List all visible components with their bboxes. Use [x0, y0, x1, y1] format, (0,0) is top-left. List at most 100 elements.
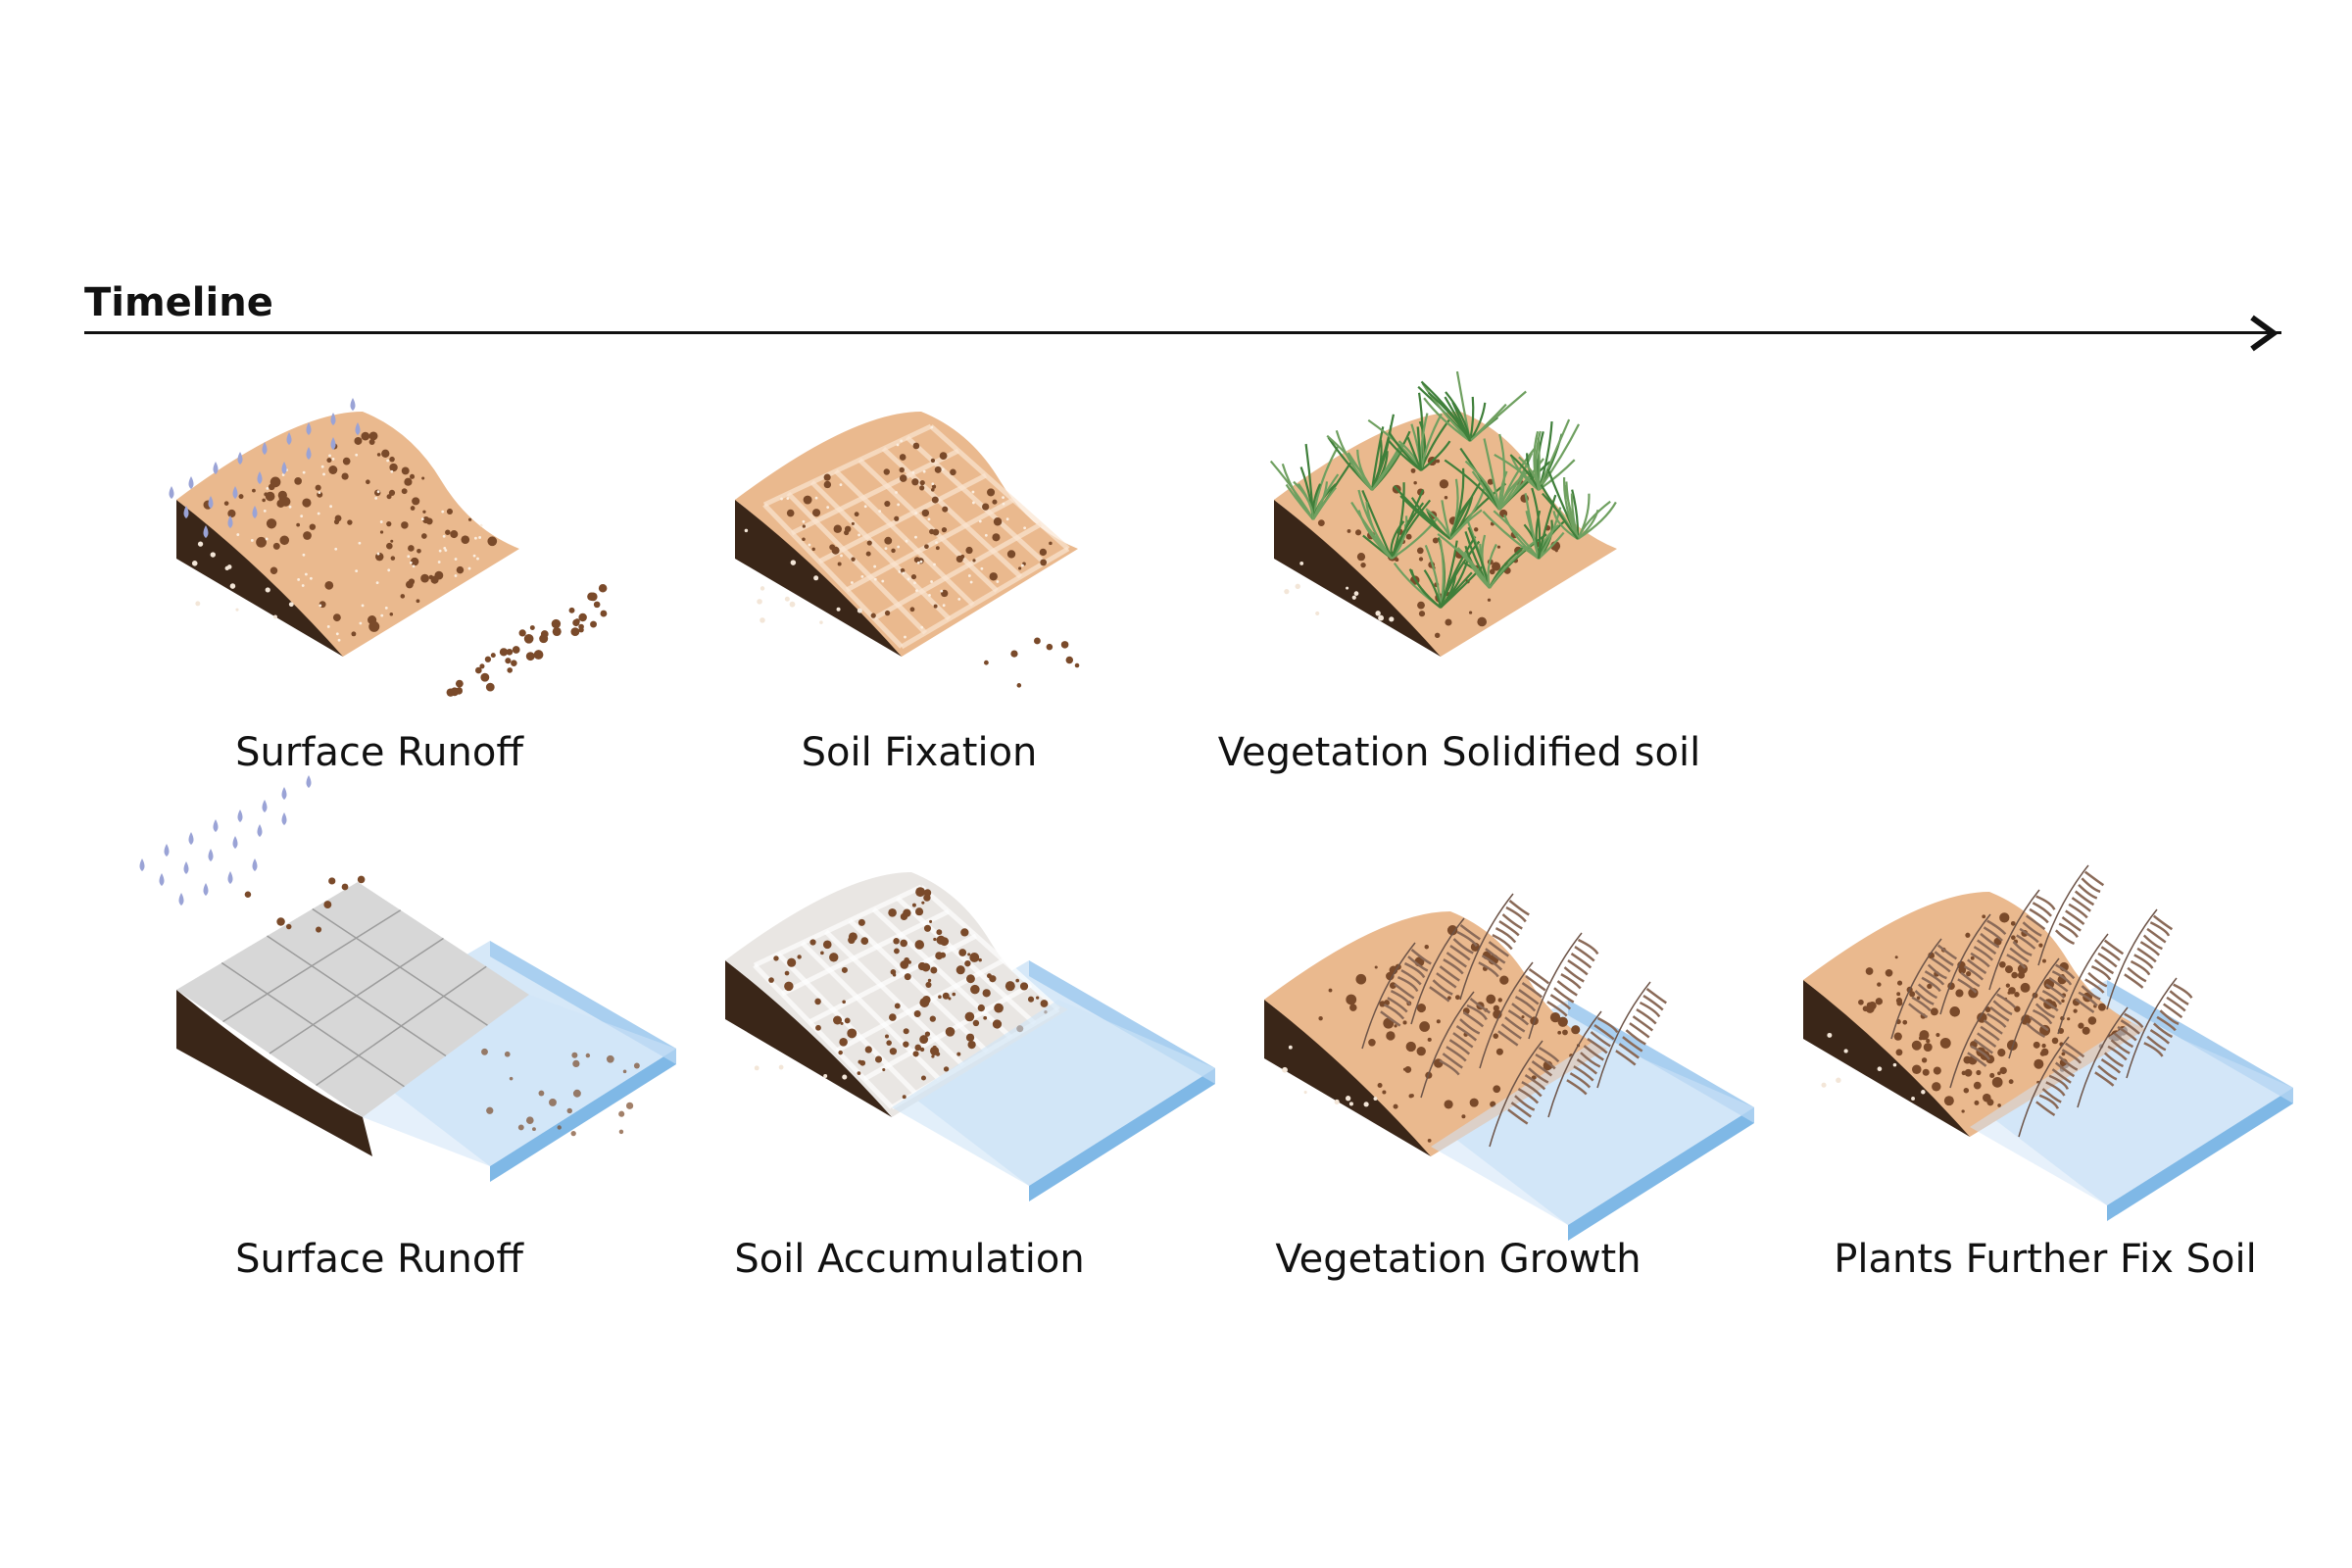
pebble	[903, 1028, 909, 1035]
reed-leaf	[2093, 958, 2115, 975]
raindrop-icon	[203, 883, 209, 896]
grass-blade	[1468, 396, 1475, 442]
pebble	[911, 478, 919, 486]
pebble	[1933, 1066, 1941, 1075]
pebble	[2061, 1052, 2066, 1056]
pebble	[989, 572, 998, 581]
reed-stem	[2126, 977, 2178, 1079]
pebble	[977, 1004, 985, 1012]
pebble	[303, 531, 312, 540]
pebble	[931, 1054, 935, 1058]
sand-speck	[786, 497, 790, 500]
reed-stem	[1890, 938, 1942, 1040]
pebble	[1912, 1064, 1922, 1075]
pebble	[386, 542, 393, 550]
pebble	[992, 1019, 1003, 1029]
pebble	[408, 545, 415, 552]
pebble	[773, 956, 779, 961]
reed-leaf	[2152, 914, 2174, 931]
pebble	[935, 546, 940, 551]
pebble	[351, 631, 357, 637]
pebble	[1444, 1100, 1453, 1109]
pebble	[1416, 1004, 1426, 1013]
sediment-in-water	[618, 1110, 625, 1117]
runoff-sediment	[323, 901, 332, 909]
sand-speck	[317, 512, 320, 515]
sand-speck	[980, 566, 984, 570]
pebble	[1368, 1039, 1376, 1047]
pebble	[925, 981, 932, 988]
pebble	[2039, 1024, 2051, 1036]
sand-speck	[808, 543, 811, 547]
reed-leaf	[1485, 948, 1506, 964]
soil-speck	[265, 587, 270, 593]
sand-speck	[300, 514, 304, 518]
reed-leaf	[2078, 991, 2098, 1007]
reed-leaf	[2124, 973, 2144, 989]
reed-leaf	[1469, 998, 1491, 1014]
pebble	[956, 965, 965, 975]
raindrop-icon	[262, 442, 268, 455]
pebble	[256, 536, 267, 548]
soil-speck	[790, 560, 797, 565]
pebble	[833, 1015, 843, 1025]
pebble	[1487, 478, 1494, 485]
pebble	[820, 951, 824, 956]
raindrop-icon	[237, 809, 243, 822]
runoff-sediment	[1010, 650, 1018, 658]
pebble	[931, 496, 939, 504]
pebble	[1893, 1032, 1902, 1041]
pebble	[1958, 966, 1967, 974]
pebble	[902, 1095, 906, 1100]
pebble	[265, 491, 275, 502]
runoff-sediment	[286, 923, 292, 930]
reed-leaf	[2035, 895, 2056, 910]
reed-leaf	[2117, 1025, 2137, 1042]
pebble	[1346, 994, 1357, 1005]
pebble	[456, 565, 465, 574]
sand-speck	[928, 593, 931, 597]
sediment-in-water	[504, 1051, 511, 1057]
paving-joint	[316, 965, 487, 1087]
water-overlay	[363, 995, 676, 1166]
pebble	[332, 613, 341, 622]
reed-leaf	[1488, 941, 1509, 957]
pebble	[1439, 479, 1449, 489]
pebble	[1349, 1004, 1357, 1011]
pebble	[1999, 1066, 2007, 1075]
runoff-sediment	[1016, 683, 1022, 688]
pebble	[966, 974, 975, 984]
pebble	[1477, 616, 1488, 627]
sand-speck	[969, 580, 973, 584]
pebble	[932, 1045, 937, 1050]
sand-speck	[386, 459, 390, 463]
sand-speck	[309, 576, 313, 580]
reed-leaf	[1960, 971, 1981, 988]
reed-leaf	[1577, 938, 1599, 956]
pebble	[2097, 1003, 2106, 1011]
reed-leaf	[2146, 927, 2167, 944]
soil-speck	[229, 583, 236, 589]
pebble	[294, 477, 302, 485]
pebble	[1360, 562, 1366, 568]
pebble	[899, 474, 907, 482]
pebble	[1328, 988, 1333, 993]
grass-blade	[1489, 539, 1538, 589]
pebble	[1404, 1065, 1412, 1073]
reed-leaf	[1448, 1039, 1471, 1055]
grass-blade	[1537, 418, 1571, 491]
reed-leaf	[2016, 934, 2036, 950]
reed-leaf	[2048, 976, 2069, 993]
sand-speck	[971, 501, 975, 505]
reed-leaf	[1583, 1045, 1604, 1061]
grass-blade	[1416, 426, 1423, 471]
reed-leaf	[1517, 1088, 1540, 1104]
reed-leaf	[1446, 1046, 1467, 1062]
runoff-sediment	[600, 610, 608, 617]
reed-leaf	[2045, 983, 2066, 999]
reed-leaf	[2051, 970, 2073, 986]
pebble	[410, 506, 416, 511]
pebble	[823, 480, 832, 489]
raindrop-icon	[262, 800, 268, 812]
